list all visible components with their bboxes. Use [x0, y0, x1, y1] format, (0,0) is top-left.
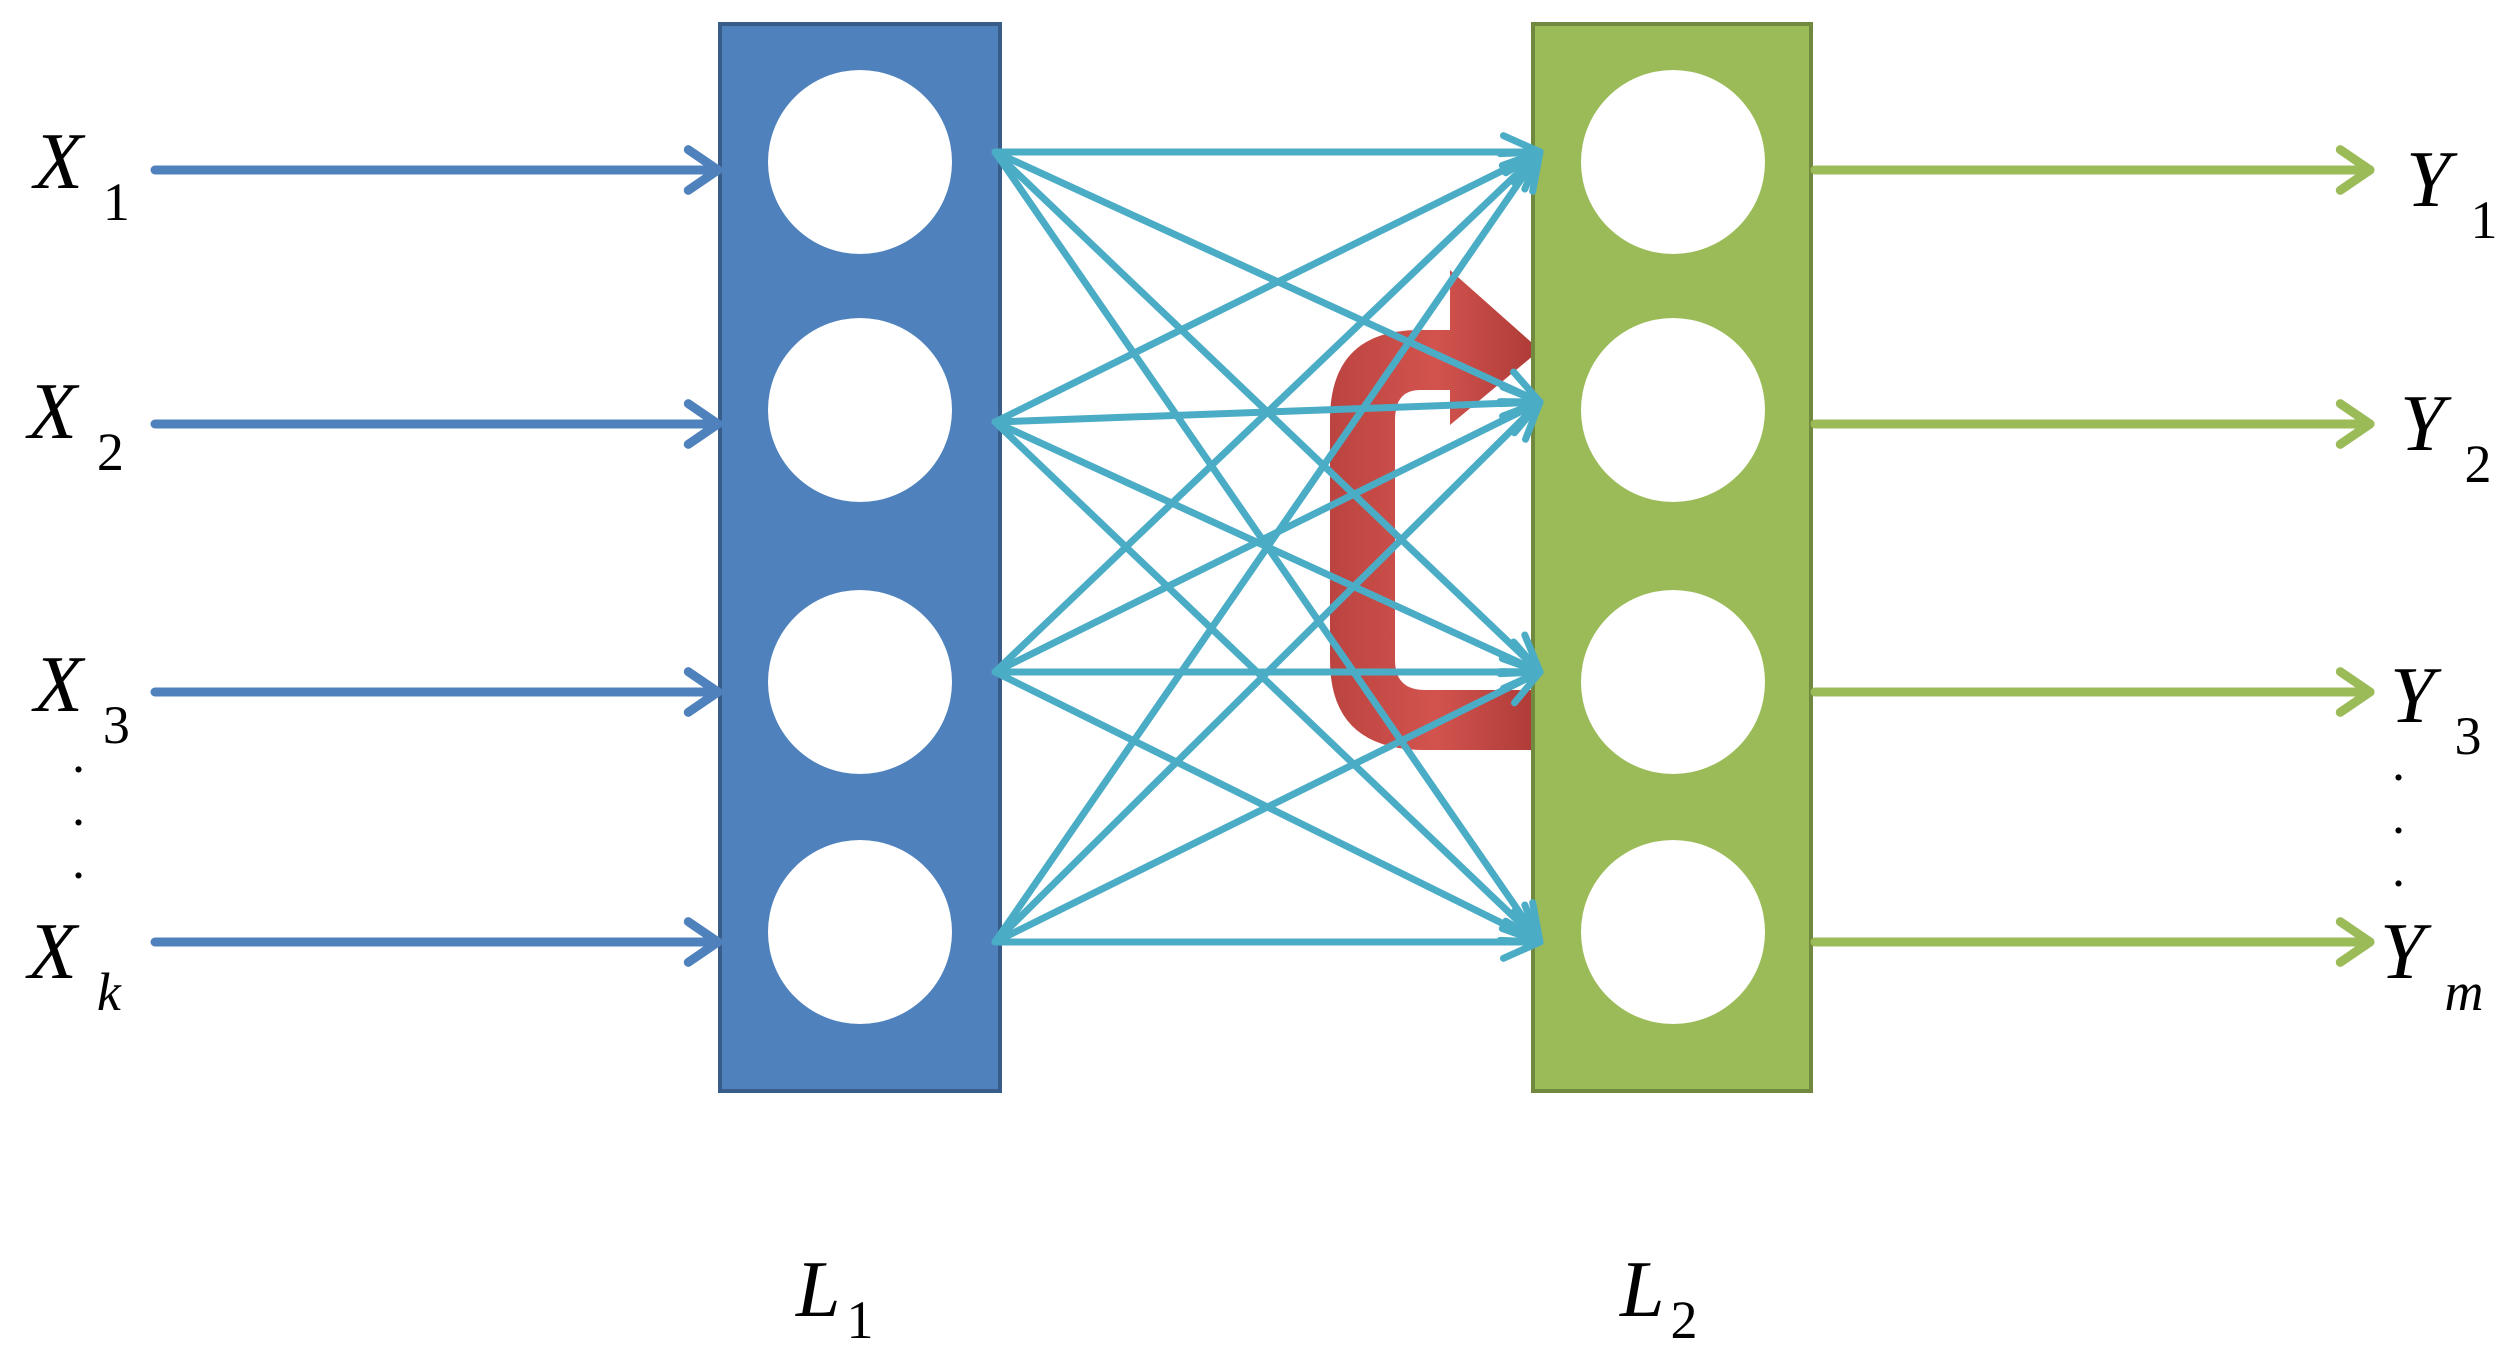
connection-arrow	[991, 668, 1544, 946]
output-subscript: 1	[2470, 190, 2498, 250]
output-ellipsis-dot: .	[2392, 841, 2405, 898]
layer-1-node	[768, 70, 952, 254]
input-arrow	[150, 667, 723, 717]
connection-arrow	[991, 132, 1544, 172]
output-arrow	[1810, 145, 2375, 195]
input-subscript: 1	[102, 172, 130, 232]
connection-arrow-head	[1502, 148, 1544, 195]
connection-arrow	[991, 922, 1544, 962]
connection-arrow-shaft	[991, 418, 1544, 946]
layer-2-nodes	[1581, 70, 1765, 1024]
connection-arrow-shaft	[991, 148, 1544, 426]
input-ellipsis-dot: .	[72, 833, 85, 890]
layer-1-node	[768, 318, 952, 502]
layer-2-node	[1581, 318, 1765, 502]
output-symbol: Y	[2400, 380, 2445, 468]
input-arrow-head	[683, 917, 723, 967]
output-arrow-head	[2335, 399, 2375, 449]
layer-1-node	[768, 840, 952, 1024]
output-symbol: Y	[2390, 652, 2435, 740]
output-ellipsis-dot: .	[2392, 735, 2405, 792]
connection-arrow-head	[1499, 922, 1544, 962]
output-subscript: 2	[2464, 434, 2492, 494]
output-symbol: Y	[2380, 908, 2425, 996]
layer-symbol: L	[796, 1246, 841, 1334]
connection-arrow-shaft	[991, 148, 1544, 406]
layer-1-node	[768, 590, 952, 774]
output-ellipsis-dot: .	[2392, 788, 2405, 845]
output-arrow	[1810, 917, 2375, 967]
layer-2-node	[1581, 70, 1765, 254]
layer-connections	[991, 132, 1544, 962]
connection-arrow	[991, 398, 1544, 946]
input-arrows	[150, 145, 723, 967]
layer-2-node	[1581, 840, 1765, 1024]
layer-subscript: 2	[1670, 1290, 1698, 1350]
output-subscript: m	[2444, 962, 2484, 1022]
input-subscript: 3	[102, 695, 130, 755]
input-subscript: k	[96, 962, 121, 1022]
input-symbol: X	[28, 908, 77, 996]
input-arrow	[150, 917, 723, 967]
connection-arrow-head	[1499, 398, 1544, 443]
connection-arrow	[991, 148, 1544, 946]
input-subscript: 2	[96, 422, 124, 482]
input-arrow-head	[683, 145, 723, 195]
layer-symbol: L	[1620, 1246, 1665, 1334]
output-arrow-head	[2335, 917, 2375, 967]
layer-subscript: 1	[846, 1290, 874, 1350]
input-arrow-head	[683, 667, 723, 717]
connection-arrow-shaft	[991, 668, 1544, 946]
input-symbol: X	[34, 118, 83, 206]
input-symbol: X	[34, 641, 83, 729]
connection-arrow-shaft	[991, 398, 1544, 946]
output-arrow-head	[2335, 145, 2375, 195]
input-arrow	[150, 145, 723, 195]
input-arrow-head	[683, 399, 723, 449]
layer-1-nodes	[768, 70, 952, 1024]
output-arrows	[1810, 145, 2375, 967]
connection-arrow-head	[1496, 668, 1544, 707]
output-arrow	[1810, 399, 2375, 449]
connection-arrow-shaft	[991, 398, 1544, 676]
output-subscript: 3	[2454, 706, 2482, 766]
connection-arrow-shaft	[991, 148, 1544, 946]
input-ellipsis-dot: .	[72, 727, 85, 784]
layer-2-node	[1581, 590, 1765, 774]
connection-arrow-shaft	[991, 148, 1544, 676]
input-ellipsis-dot: .	[72, 780, 85, 837]
output-symbol: Y	[2406, 136, 2451, 224]
output-arrow-head	[2335, 667, 2375, 717]
input-arrow	[150, 399, 723, 449]
input-symbol: X	[28, 368, 77, 456]
output-arrow	[1810, 667, 2375, 717]
